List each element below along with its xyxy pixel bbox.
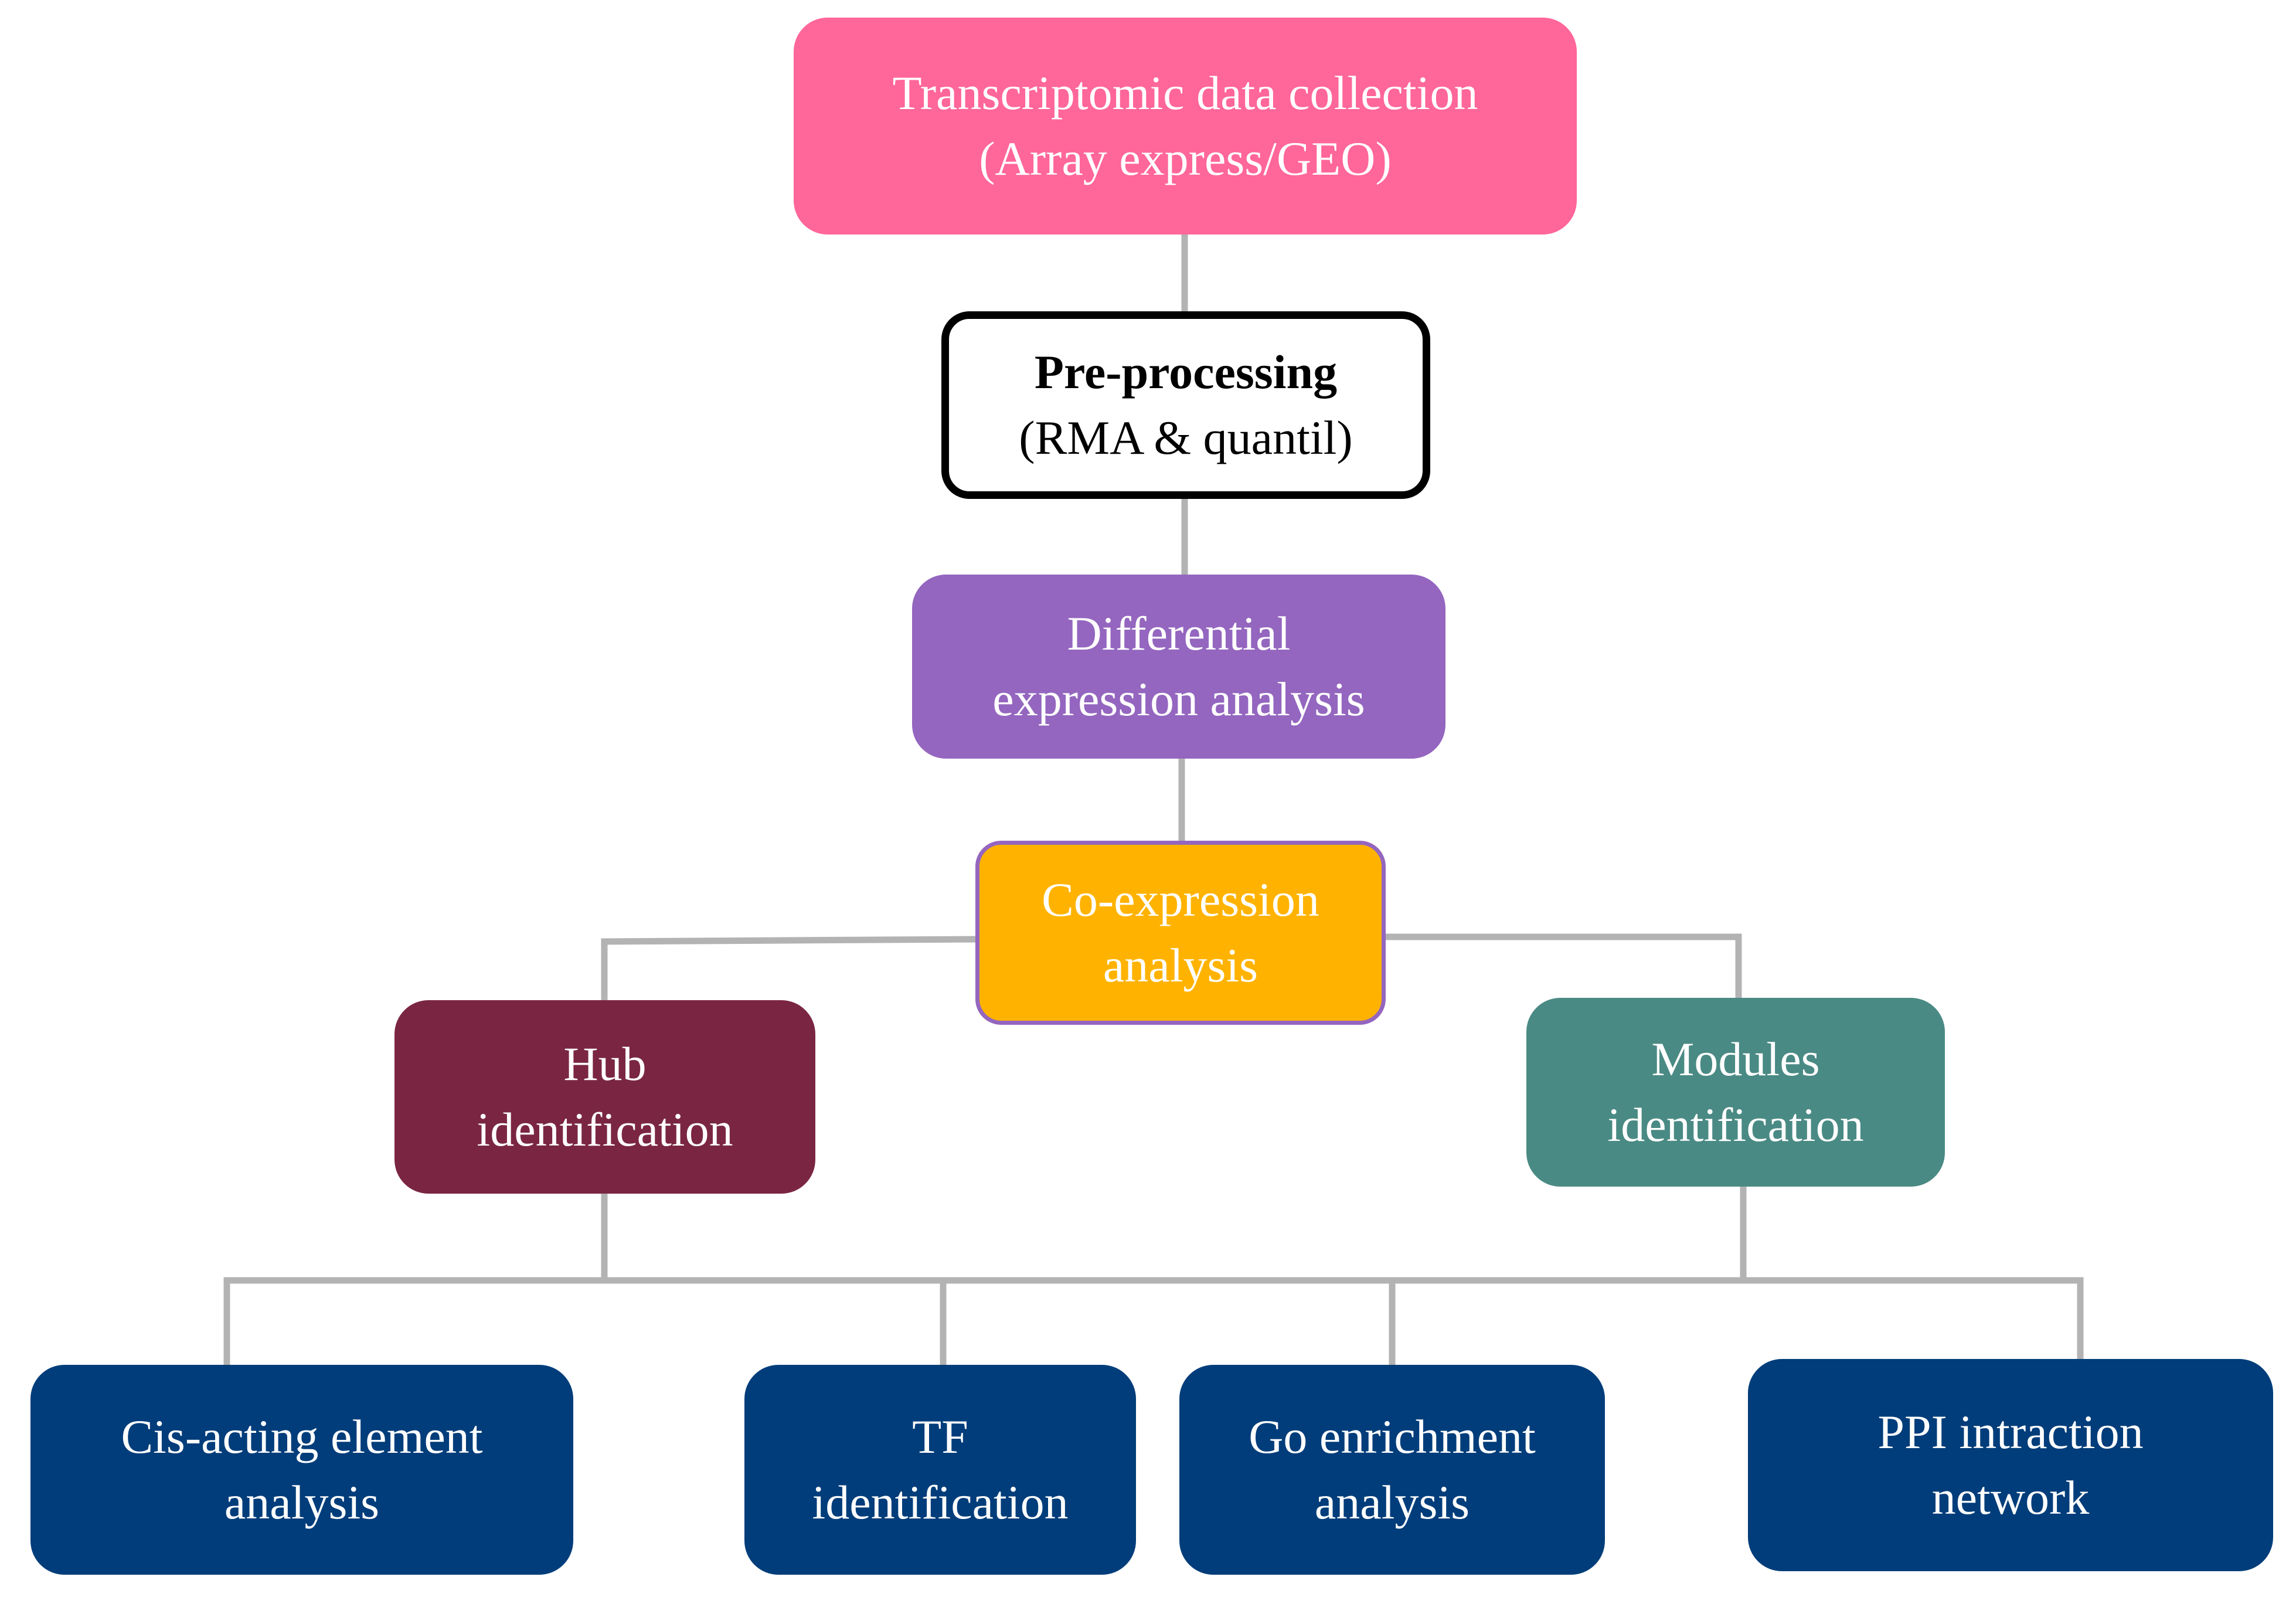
coexpression-node: Co-expression analysis	[975, 841, 1386, 1025]
preprocessing-line1: Pre-processing	[1034, 345, 1338, 399]
data-collection-line2: (Array express/GEO)	[979, 132, 1392, 185]
differential-expression-node: Differential expression analysis	[912, 575, 1445, 759]
go-enrichment-line2: analysis	[1314, 1476, 1470, 1529]
ppi-line2: network	[1931, 1471, 2090, 1524]
hub-identification-node: Hub identification	[394, 1000, 815, 1194]
go-enrichment-line1: Go enrichment	[1249, 1410, 1536, 1463]
tf-line1: TF	[912, 1410, 968, 1463]
edge-coexpression-to-hub-h	[601, 936, 979, 945]
go-enrichment-node: Go enrichment analysis	[1179, 1365, 1605, 1575]
tf-line2: identification	[812, 1476, 1069, 1529]
differential-line1: Differential	[1067, 607, 1291, 660]
hub-line2: identification	[477, 1103, 733, 1156]
ppi-network-node: PPI intraction network	[1748, 1359, 2273, 1571]
data-collection-line1: Transcriptomic data collection	[892, 66, 1478, 120]
preprocessing-line2: (RMA & quantil)	[1019, 411, 1353, 464]
modules-line2: identification	[1607, 1098, 1864, 1151]
cis-acting-line1: Cis-acting element	[121, 1410, 483, 1463]
hub-line1: Hub	[563, 1037, 647, 1090]
cis-acting-line2: analysis	[224, 1476, 380, 1529]
tf-identification-node: TF identification	[744, 1365, 1136, 1575]
coexpression-line2: analysis	[1103, 939, 1258, 992]
differential-line2: expression analysis	[992, 672, 1365, 726]
modules-identification-node: Modules identification	[1526, 998, 1945, 1187]
data-collection-node: Transcriptomic data collection (Array ex…	[794, 18, 1577, 235]
preprocessing-node: Pre-processing (RMA & quantil)	[941, 311, 1430, 499]
modules-line1: Modules	[1651, 1032, 1820, 1086]
coexpression-line1: Co-expression	[1042, 873, 1319, 926]
cis-acting-element-node: Cis-acting element analysis	[30, 1365, 573, 1575]
ppi-line1: PPI intraction	[1877, 1405, 2144, 1459]
